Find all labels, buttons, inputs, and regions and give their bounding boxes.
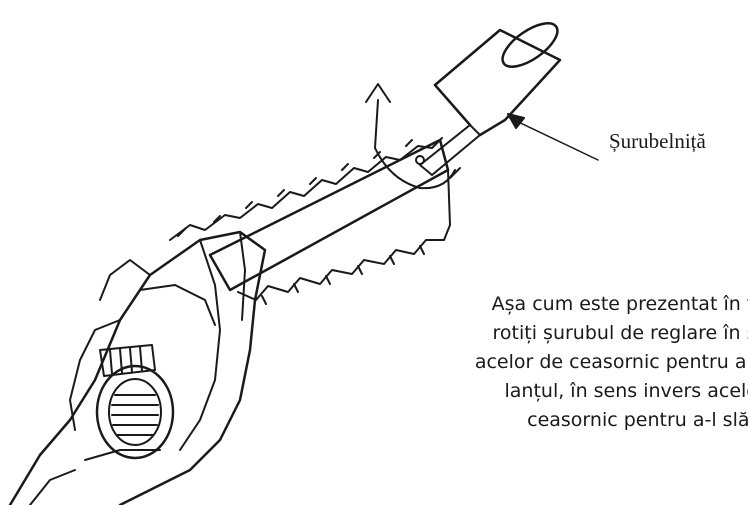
screwdriver-label: Șurubelniță (609, 129, 706, 153)
guide-bar (208, 138, 450, 292)
rotation-arrow-icon (365, 83, 461, 190)
instruction-line: rotiți șurubul de reglare în sensul (492, 322, 748, 344)
instruction-text: Așa cum este prezentat în figură, rotiți… (440, 290, 748, 435)
chainsaw-body (8, 230, 267, 505)
instruction-line: ceasornic pentru a-l slăbi. (527, 409, 748, 431)
instruction-line: lanțul, în sens invers acelor de (504, 380, 748, 402)
vent-grille-icon (99, 344, 156, 377)
instruction-line: Așa cum este prezentat în figură, (491, 293, 748, 315)
chain (169, 137, 451, 305)
screwdriver-icon (419, 22, 562, 176)
pointer-arrow-icon (507, 113, 599, 161)
instruction-line: acelor de ceasornic pentru a strânge (474, 351, 748, 373)
round-cover-icon (95, 364, 175, 460)
